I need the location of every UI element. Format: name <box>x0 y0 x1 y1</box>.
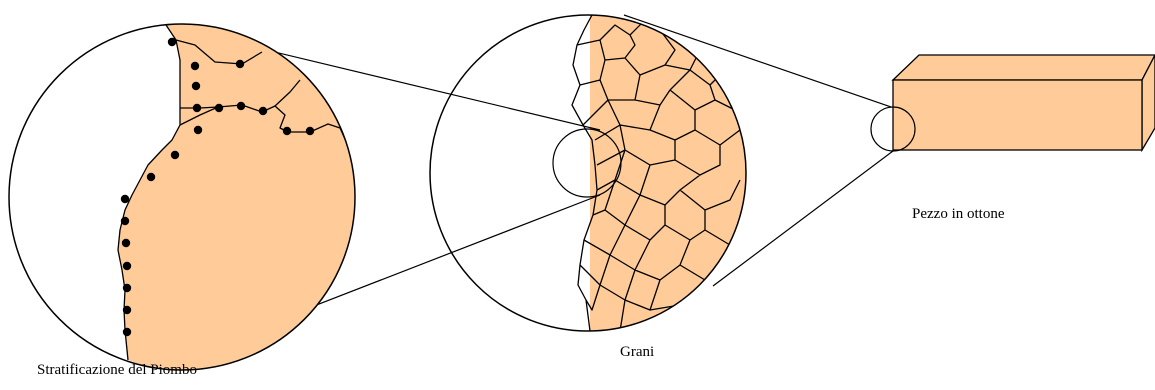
lead-layering-label: Stratificazione del Piombo <box>37 362 197 379</box>
lead-particle <box>215 104 223 112</box>
lead-particle <box>171 151 179 159</box>
lead-particle <box>121 217 129 225</box>
lead-particle <box>191 62 199 70</box>
lead-particle <box>123 306 131 314</box>
lead-particle <box>259 107 267 115</box>
lead-particle <box>306 127 314 135</box>
lead-particle <box>192 82 200 90</box>
lead-particle <box>283 127 291 135</box>
lead-particle <box>121 195 129 203</box>
lead-particle <box>123 284 131 292</box>
lead-particle <box>168 38 176 46</box>
grain-region <box>590 0 760 385</box>
grains-label: Grani <box>620 344 654 361</box>
brass-piece-top <box>893 55 1155 80</box>
brass-grain-region <box>118 0 400 385</box>
lead-particle <box>236 60 244 68</box>
lead-layering-view <box>9 0 400 385</box>
lead-particle <box>194 126 202 134</box>
lead-particle <box>193 104 201 112</box>
lead-particle <box>123 328 131 336</box>
grains-view <box>430 0 760 385</box>
lead-particle <box>147 173 155 181</box>
lead-particle <box>122 239 130 247</box>
brass-piece-label: Pezzo in ottone <box>912 206 1004 223</box>
lead-particle <box>237 102 245 110</box>
lead-particle <box>123 262 131 270</box>
brass-piece <box>871 55 1155 151</box>
brass-piece-front <box>893 80 1142 150</box>
